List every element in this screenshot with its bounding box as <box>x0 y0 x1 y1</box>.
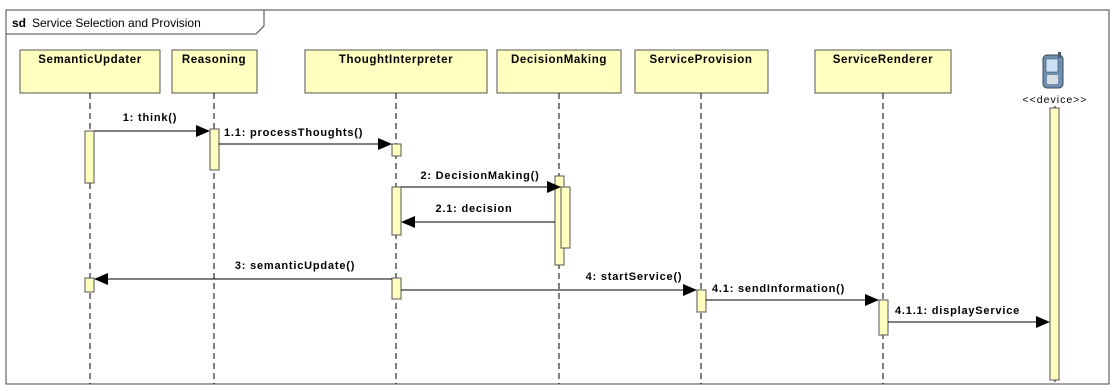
arrow-head-icon <box>196 125 210 137</box>
message-label: 1: think() <box>123 112 177 124</box>
activation-bar <box>84 277 95 293</box>
lifeline-head-box <box>496 49 622 94</box>
lifeline-reasoning: Reasoning <box>171 49 258 384</box>
message-think: 1: think() <box>94 112 210 137</box>
message-label: 4.1: sendInformation() <box>712 283 845 295</box>
activation-bar <box>391 186 402 236</box>
frame-tab <box>6 10 265 35</box>
message-label: 4.1.1: displayService <box>895 305 1020 317</box>
lifeline-service-renderer: ServiceRenderer <box>814 49 952 384</box>
arrow-head-icon <box>865 294 879 306</box>
activation-bar <box>696 289 707 313</box>
frame-title: Service Selection and Provision <box>32 16 201 30</box>
message-decision-reply: 2.1: decision <box>401 203 555 228</box>
arrow-head-icon <box>547 181 561 193</box>
lifeline-decision-making: DecisionMaking <box>496 49 622 384</box>
message-send-information: 4.1: sendInformation() <box>706 283 879 306</box>
lifeline-thought-interpreter: ThoughtInterpreter <box>304 49 488 384</box>
lifeline-head-box <box>634 49 769 94</box>
message-decision-making: 2: DecisionMaking() <box>401 170 561 193</box>
lifeline-head-box <box>19 49 161 94</box>
message-label: 2: DecisionMaking() <box>420 170 539 182</box>
phone-device-icon <box>1042 52 1064 89</box>
lifeline-head-box <box>814 49 952 94</box>
arrow-head-icon <box>378 138 392 150</box>
activation-bar <box>209 128 220 171</box>
arrow-head-icon <box>94 273 108 285</box>
frame-keyword: sd <box>12 16 26 30</box>
lifeline-head-box <box>304 49 488 94</box>
message-label: 1.1: processThoughts() <box>224 127 363 139</box>
message-start-service: 4: startService() <box>401 271 697 296</box>
activation-bar <box>1049 107 1060 381</box>
activation-bar <box>391 277 402 300</box>
lifeline-label: ThoughtInterpreter <box>339 54 453 66</box>
lifeline-label: <<device>> <box>1023 94 1088 106</box>
diagram-frame <box>5 9 1110 385</box>
lifeline-label: ServiceRenderer <box>833 54 933 66</box>
message-process-thoughts: 1.1: processThoughts() <box>219 127 392 150</box>
message-label: 2.1: decision <box>435 203 512 215</box>
lifeline-label: SemanticUpdater <box>38 54 142 66</box>
arrow-head-icon <box>401 216 415 228</box>
lifeline-label: DecisionMaking <box>511 54 607 66</box>
message-label: 3: semanticUpdate() <box>235 260 355 272</box>
activation-bar <box>84 130 95 184</box>
lifeline-label: Reasoning <box>182 54 246 66</box>
arrow-head-icon <box>683 284 697 296</box>
message-label: 4: startService() <box>586 271 683 283</box>
lifeline-label: ServiceProvision <box>650 54 753 66</box>
activation-bar <box>878 299 889 336</box>
activation-bar <box>391 143 402 157</box>
lifeline-semantic-updater: SemanticUpdater <box>19 49 161 384</box>
message-display-service: 4.1.1: displayService <box>888 305 1050 328</box>
message-semantic-update: 3: semanticUpdate() <box>94 260 392 285</box>
arrow-head-icon <box>1036 316 1050 328</box>
activation-bar <box>560 186 571 249</box>
lifeline-service-provision: ServiceProvision <box>634 49 769 384</box>
lifeline-head-box <box>171 49 258 94</box>
